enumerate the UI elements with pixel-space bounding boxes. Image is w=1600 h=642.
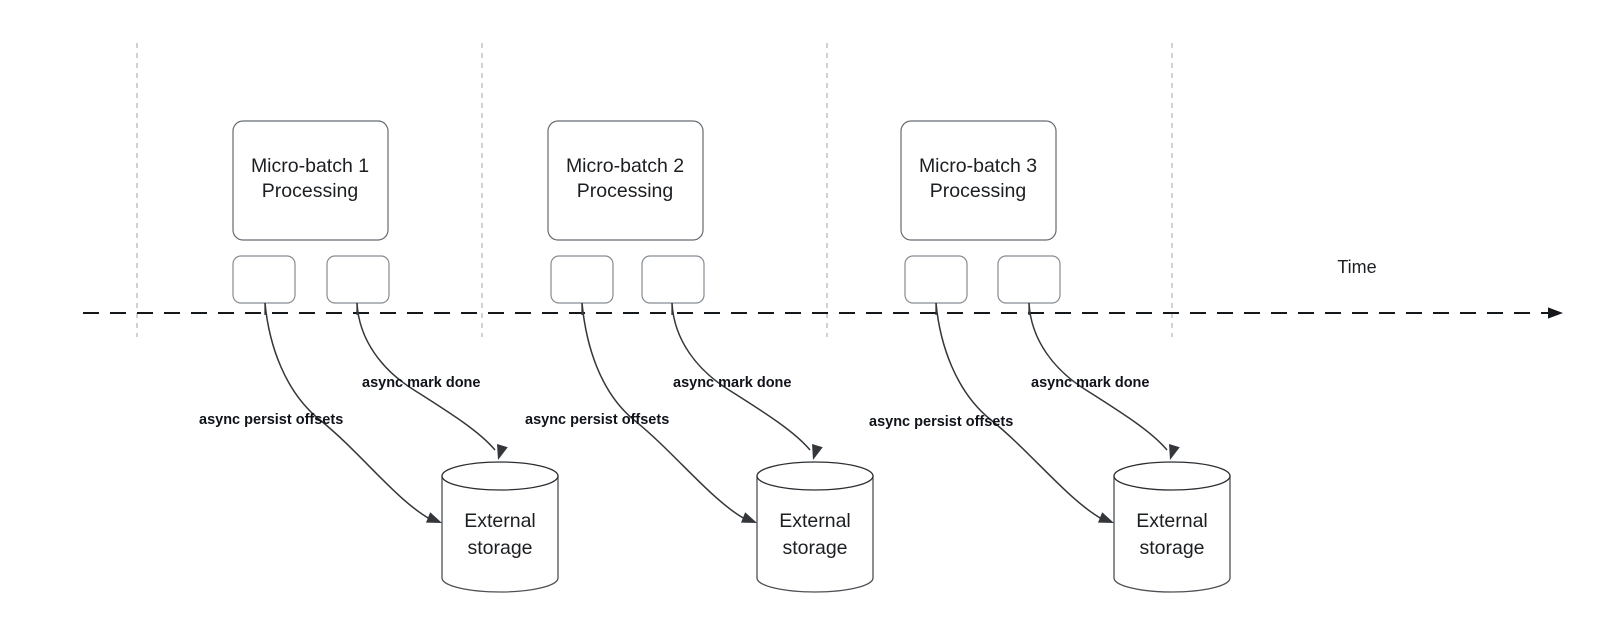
external-storage-cylinder-top	[441, 461, 559, 491]
mark-done-edge-label: async mark done	[673, 375, 791, 391]
time-axis-arrow-icon	[1548, 307, 1563, 319]
micro-batch-label-line2: Processing	[262, 180, 358, 202]
micro-batch-box[interactable]	[900, 120, 1057, 241]
mark-done-edge-label: async mark done	[1031, 375, 1149, 391]
mark-done-flow-arrow	[356, 302, 496, 451]
micro-batch-label-line1: Micro-batch 2	[566, 155, 684, 177]
micro-batch-box[interactable]	[232, 120, 389, 241]
external-storage-label-line2: storage	[782, 537, 847, 559]
micro-batch-label-line1: Micro-batch 1	[251, 155, 369, 177]
persist-offsets-task[interactable]	[550, 255, 614, 304]
time-axis-label: Time	[1337, 257, 1376, 277]
persist-offsets-flow-arrow	[264, 302, 431, 520]
persist-offsets-task[interactable]	[232, 255, 296, 304]
persist-offsets-edge-label: async persist offsets	[199, 412, 343, 428]
mark-done-arrow-head-icon	[1169, 444, 1180, 460]
persist-offsets-arrow-head-icon	[425, 512, 442, 523]
external-storage-label-line1: External	[1136, 510, 1208, 532]
time-axis-group: Time	[83, 257, 1563, 319]
persist-offsets-edge-label: async persist offsets	[869, 414, 1013, 430]
external-storage-cylinder-top	[1113, 461, 1231, 491]
mark-done-flow-arrow	[671, 302, 811, 451]
micro-batch-box[interactable]	[547, 120, 704, 241]
external-storage-label-line2: storage	[1139, 537, 1204, 559]
tick-lines-group	[136, 43, 1173, 337]
persist-offsets-task[interactable]	[904, 255, 968, 304]
micro-batch-label-line1: Micro-batch 3	[919, 155, 1037, 177]
mark-done-task[interactable]	[641, 255, 705, 304]
external-storage-cylinder-body[interactable]	[1113, 475, 1231, 593]
external-storage-label-line2: storage	[467, 537, 532, 559]
mark-done-edge-label: async mark done	[362, 375, 480, 391]
persist-offsets-arrow-head-icon	[1097, 512, 1114, 523]
mark-done-flow-arrow	[1028, 302, 1168, 451]
external-storage-label-line1: External	[464, 510, 536, 532]
mark-done-arrow-head-icon	[812, 444, 823, 460]
persist-offsets-edge-label: async persist offsets	[525, 412, 669, 428]
persist-offsets-flow-arrow	[935, 302, 1103, 520]
external-storage-label-line1: External	[779, 510, 851, 532]
external-storage-cylinder-top	[756, 461, 874, 491]
mark-done-arrow-head-icon	[497, 444, 508, 460]
mark-done-task[interactable]	[997, 255, 1061, 304]
persist-offsets-arrow-head-icon	[740, 512, 757, 523]
micro-batch-label-line2: Processing	[930, 180, 1026, 202]
micro-batch-label-line2: Processing	[577, 180, 673, 202]
persist-offsets-flow-arrow	[581, 302, 746, 520]
external-storage-cylinder-body[interactable]	[756, 475, 874, 593]
mark-done-task[interactable]	[326, 255, 390, 304]
external-storage-cylinder-body[interactable]	[441, 475, 559, 593]
